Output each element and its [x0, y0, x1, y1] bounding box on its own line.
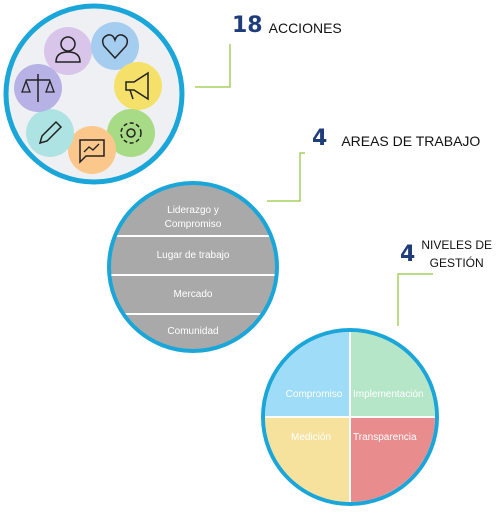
connector-3 [397, 273, 433, 326]
areas-count: 4 [312, 126, 328, 151]
quadrant-implementacion-label: Implementación [353, 388, 424, 400]
connector-1 [195, 44, 231, 88]
band-liderazgo: Liderazgo y Compromiso [111, 185, 275, 237]
heart-hand-icon [91, 22, 139, 70]
quadrant-transparencia: Transparencia [351, 418, 435, 502]
quadrant-transparencia-label: Transparencia [353, 432, 417, 443]
chat-chart-icon [68, 126, 116, 174]
levels-count: 4 [400, 242, 416, 267]
quadrant-compromiso-label: Compromiso [285, 388, 343, 400]
scale-icon [14, 64, 62, 112]
levels-label-line1: NIVELES DE [421, 238, 493, 252]
pencil-icon [26, 109, 74, 157]
band-liderazgo-line2: Compromiso [164, 219, 222, 230]
band-mercado: Mercado [111, 276, 275, 315]
quadrant-compromiso: Compromiso [265, 332, 349, 416]
megaphone-icon [114, 62, 162, 110]
band-lugar-trabajo-label: Lugar de trabajo [156, 250, 230, 261]
band-comunidad: Comunidad [111, 315, 275, 349]
quadrant-medicion: Medición [265, 418, 349, 502]
band-liderazgo-line1: Liderazgo y [167, 205, 219, 216]
areas-label: AREAS DE TRABAJO [341, 133, 481, 149]
quadrant-medicion-label: Medición [290, 432, 332, 443]
quadrant-implementacion: Implementación [351, 332, 435, 416]
levels-label-line2: GESTIÓN [429, 256, 484, 270]
levels-circle: Compromiso Implementación Medición Trans… [261, 328, 439, 506]
section3-caption: 4 NIVELES DE GESTIÓN [400, 236, 492, 272]
section1-caption: 18 ACCIONES [232, 15, 342, 37]
section2-caption: 4 AREAS DE TRABAJO [312, 128, 480, 150]
gear-icon [107, 109, 155, 157]
band-lugar-trabajo: Lugar de trabajo [111, 237, 275, 276]
actions-label: ACCIONES [268, 20, 342, 36]
person-icon [44, 27, 92, 75]
band-mercado-label: Mercado [173, 289, 213, 300]
actions-circle [3, 3, 185, 185]
band-comunidad-label: Comunidad [167, 326, 219, 337]
actions-count: 18 [232, 13, 263, 38]
areas-circle: Liderazgo y Compromiso Lugar de trabajo … [107, 181, 279, 353]
connector-2 [267, 152, 305, 202]
